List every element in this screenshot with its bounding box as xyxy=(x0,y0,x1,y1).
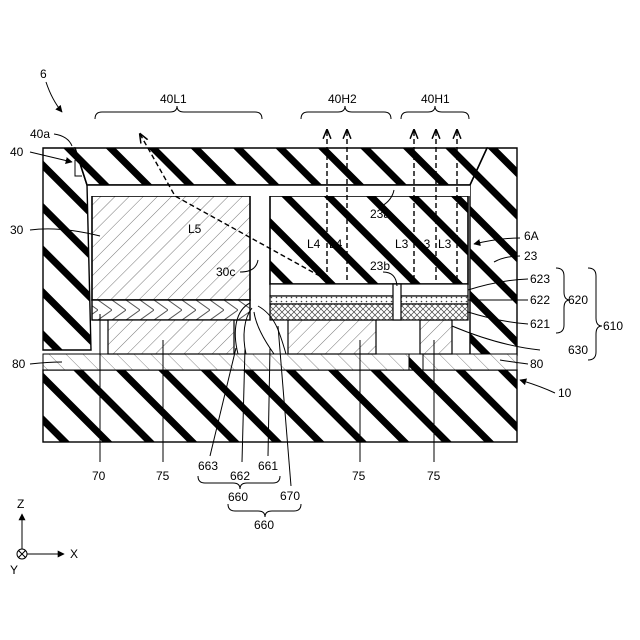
label-6A: 6A xyxy=(524,229,539,243)
gap-area xyxy=(88,185,470,196)
separator-23b xyxy=(393,284,401,320)
label-670: 670 xyxy=(280,489,300,503)
label-axis-x: X xyxy=(70,547,78,561)
substrate-10 xyxy=(43,370,517,442)
leader-6 xyxy=(46,82,62,112)
label-30: 30 xyxy=(10,223,24,237)
layer-80-right xyxy=(409,354,517,370)
label-L3a: L3 xyxy=(395,237,409,251)
label-23: 23 xyxy=(524,249,538,263)
encapsulant-30 xyxy=(92,196,250,300)
brace-660b xyxy=(228,504,301,517)
label-660b: 660 xyxy=(254,518,274,532)
pillar-75-mid xyxy=(288,320,376,354)
label-40H2: 40H2 xyxy=(328,92,357,106)
brace-40L1 xyxy=(95,106,262,119)
layer-80-gap xyxy=(409,354,423,370)
label-610: 610 xyxy=(603,319,623,333)
label-630: 630 xyxy=(568,343,588,357)
label-40H1: 40H1 xyxy=(421,92,450,106)
label-75b: 75 xyxy=(352,469,366,483)
label-axis-z: Z xyxy=(17,497,24,511)
label-30c: 30c xyxy=(216,265,235,279)
label-10: 10 xyxy=(558,386,572,400)
leader-40a xyxy=(54,134,72,146)
pillar-75-right xyxy=(420,320,452,354)
label-70: 70 xyxy=(92,469,106,483)
label-80-right: 80 xyxy=(530,357,544,371)
label-622: 622 xyxy=(530,293,550,307)
label-663: 663 xyxy=(198,459,218,473)
label-660a: 660 xyxy=(228,490,248,504)
label-L5: L5 xyxy=(188,222,202,236)
label-621: 621 xyxy=(530,317,550,331)
layer-70 xyxy=(92,300,250,320)
label-fig-6: 6 xyxy=(40,67,47,81)
label-75a: 75 xyxy=(156,469,170,483)
brace-40H1 xyxy=(401,106,469,119)
label-80-left: 80 xyxy=(12,357,26,371)
label-L3c: L3 xyxy=(438,237,452,251)
label-40L1: 40L1 xyxy=(160,92,187,106)
label-40: 40 xyxy=(10,145,24,159)
label-23a: 23a xyxy=(370,207,390,221)
label-620: 620 xyxy=(568,293,588,307)
label-23b: 23b xyxy=(370,259,390,273)
cover-40 xyxy=(75,148,487,185)
layer-80-left xyxy=(43,354,409,370)
label-623: 623 xyxy=(530,272,550,286)
label-L4a: L4 xyxy=(307,237,321,251)
layer-623 xyxy=(270,284,468,296)
label-L3b: L3 xyxy=(417,237,431,251)
label-75c: 75 xyxy=(427,469,441,483)
layer-621 xyxy=(270,304,468,320)
bracket-610 xyxy=(588,268,602,360)
pillar-75-left xyxy=(108,320,234,354)
label-662: 662 xyxy=(230,469,250,483)
label-L4b: L4 xyxy=(329,237,343,251)
leader-10 xyxy=(520,380,555,393)
brace-40H2 xyxy=(301,106,391,119)
label-661: 661 xyxy=(258,459,278,473)
layer-622 xyxy=(270,296,468,304)
label-axis-y: Y xyxy=(10,563,18,577)
label-40a: 40a xyxy=(30,127,50,141)
